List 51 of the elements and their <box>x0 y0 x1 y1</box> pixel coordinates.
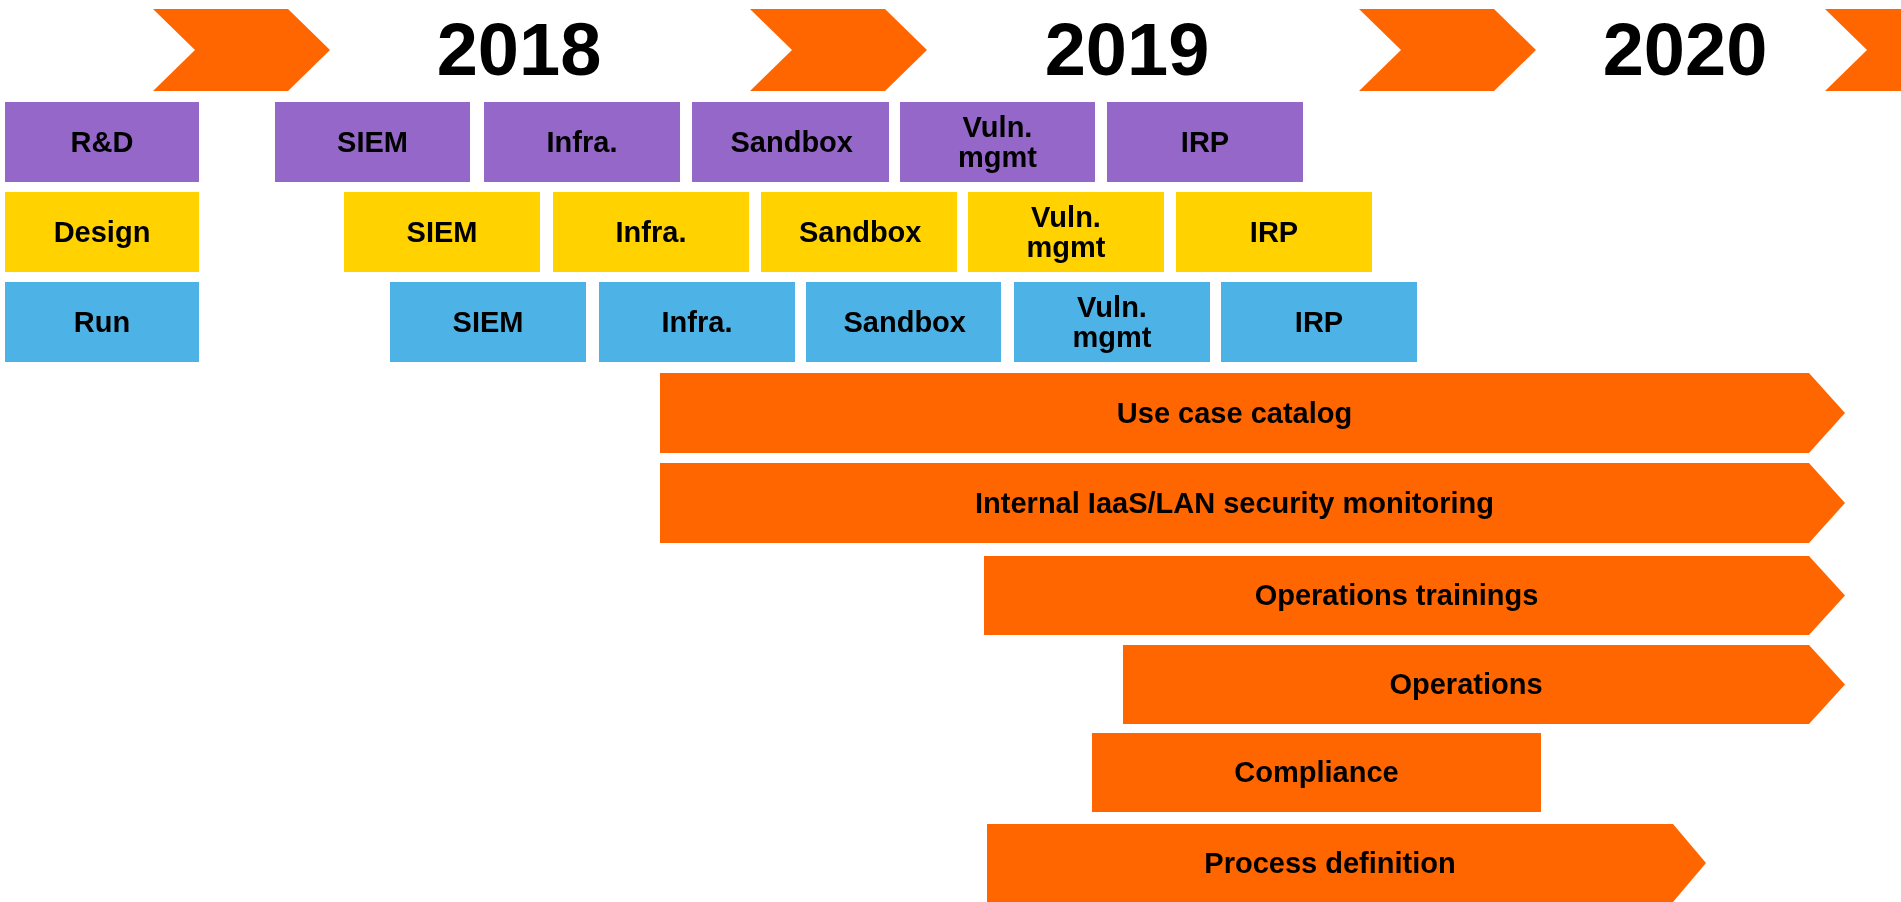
phase-box <box>5 102 199 182</box>
box-label: Run <box>73 306 131 338</box>
pointed-banner <box>1123 645 1845 724</box>
box-label: R&D <box>70 126 134 158</box>
phase-box <box>344 192 540 272</box>
phase-box <box>692 102 889 182</box>
box-label: SIEM <box>337 126 408 158</box>
box-label: Process definition <box>1204 847 1456 879</box>
pointed-banner <box>660 463 1845 543</box>
phase-box <box>900 102 1095 182</box>
phase-box <box>390 282 586 362</box>
box-label: Design <box>53 216 151 248</box>
box-label: SIEM <box>452 306 524 338</box>
pointed-banner <box>660 373 1845 453</box>
phase-box <box>5 192 199 272</box>
phase-box <box>1176 192 1372 272</box>
box-label: Sandbox <box>730 126 851 158</box>
phase-box <box>5 282 199 362</box>
phase-box <box>806 282 1001 362</box>
phase-box <box>484 102 680 182</box>
box-label: Compliance <box>1234 757 1399 788</box>
pointed-banner <box>984 556 1845 635</box>
box-label: Internal IaaS/LAN security monitoring <box>975 487 1494 519</box>
phase-box <box>1221 282 1417 362</box>
box-label: IRP <box>1180 126 1230 158</box>
phase-box <box>553 192 749 272</box>
phase-box <box>968 192 1164 272</box>
phase-box <box>761 192 957 272</box>
box-label: Infra. <box>546 126 618 158</box>
year-label: 2019 <box>1044 13 1210 87</box>
year-label: 2020 <box>1602 13 1768 87</box>
box-label: IRP <box>1294 306 1344 338</box>
box-label: SIEM <box>406 216 478 248</box>
year-label: 2018 <box>436 13 602 87</box>
box-label: Operations <box>1389 669 1543 700</box>
timeline-bar <box>1092 733 1541 812</box>
box-label: Vuln. mgmt <box>957 111 1038 173</box>
phase-box <box>275 102 470 182</box>
box-label: Sandbox <box>799 216 919 248</box>
box-label: Operations trainings <box>1254 580 1539 611</box>
phase-box <box>1014 282 1210 362</box>
box-label: Vuln. mgmt <box>1025 201 1107 263</box>
box-label: Infra. <box>661 306 733 338</box>
phase-box <box>1107 102 1303 182</box>
box-label: Infra. <box>615 216 687 248</box>
pointed-banner <box>987 824 1706 902</box>
box-label: Vuln. mgmt <box>1071 291 1153 353</box>
box-label: IRP <box>1249 216 1299 248</box>
box-label: Use case catalog <box>1116 397 1353 429</box>
phase-box <box>599 282 795 362</box>
box-label: Sandbox <box>843 306 964 338</box>
